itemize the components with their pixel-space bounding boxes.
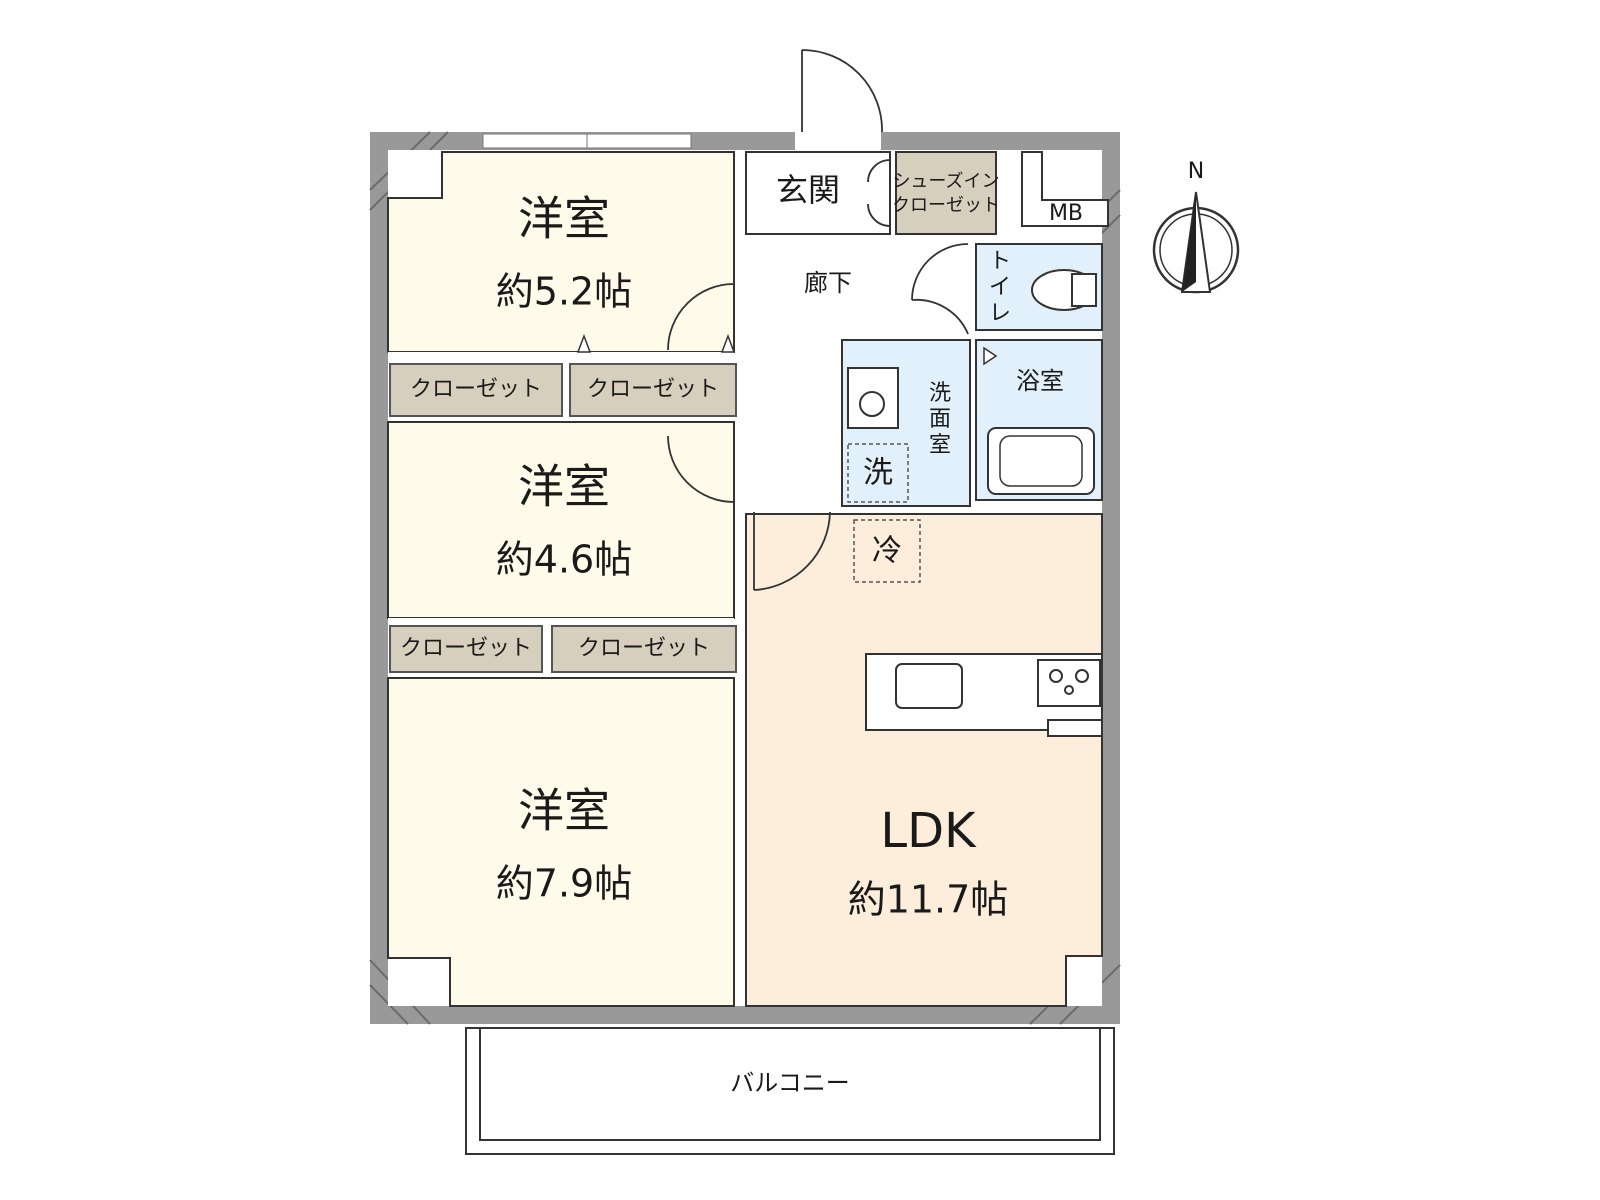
washroom: 洗 面 室 洗 (841, 339, 971, 507)
fridge-label: 冷 (872, 534, 902, 569)
western-room-3-name: 洋室 (518, 784, 610, 838)
toilet-room: ト イ レ (911, 243, 1103, 335)
bathroom: 浴室 (975, 339, 1103, 501)
closet-2-label: クローゼット (587, 377, 719, 402)
hallway-label: 廊下 (804, 269, 852, 297)
balcony: バルコニー (465, 1027, 1115, 1155)
fridge-space: 冷 (853, 519, 921, 583)
western-room-2: 洋室 約4.6帖 (387, 421, 735, 619)
shoe-closet-line2: クローゼット (892, 195, 1000, 216)
kitchen-counter (865, 653, 1103, 737)
mb-label: MB (1049, 201, 1083, 226)
compass: N (1152, 159, 1240, 294)
washroom-char-2: 面 (929, 407, 951, 432)
ldk-name: LDK (880, 803, 977, 859)
washbasin-icon (847, 367, 899, 429)
toilet-char-2: イ (989, 275, 1011, 300)
entrance: 玄関 (745, 49, 891, 235)
shoe-closet: シューズイン クローゼット (867, 151, 1000, 235)
western-room-2-name: 洋室 (518, 460, 610, 514)
western-room-1: 洋室 約5.2帖 (387, 151, 735, 353)
compass-north-label: N (1188, 159, 1204, 184)
entrance-wall-gap (795, 132, 881, 150)
shoe-closet-line1: シューズイン (892, 171, 999, 192)
toilet-char-3: レ (989, 301, 1011, 326)
washroom-char-1: 洗 (929, 381, 951, 406)
closet-1 (389, 363, 563, 417)
ldk-room: LDK 約11.7帖 (745, 513, 1103, 1007)
closet-4 (551, 625, 737, 673)
bathtub-icon (987, 427, 1095, 495)
stove-icon (1037, 659, 1101, 707)
closet-4-label: クローゼット (578, 636, 710, 661)
closet-3-label: クローゼット (400, 636, 532, 661)
western-room-1-area: 約5.2帖 (496, 270, 632, 314)
hallway: 廊下 (667, 269, 852, 591)
balcony-label: バルコニー (730, 1069, 850, 1097)
entrance-door (801, 49, 883, 133)
washer-label: 洗 (863, 456, 893, 491)
western-room-3-area: 約7.9帖 (496, 862, 632, 906)
meter-box: MB (1021, 151, 1109, 227)
entrance-label: 玄関 (776, 171, 840, 209)
western-room-2-area: 約4.6帖 (496, 538, 632, 582)
closet-2 (569, 363, 737, 417)
sink-icon (895, 663, 963, 709)
western-room-1-name: 洋室 (518, 192, 610, 246)
bathroom-label: 浴室 (1016, 367, 1064, 395)
closet-row-2: クローゼット クローゼット (388, 618, 737, 701)
western-room-3: 洋室 約7.9帖 (387, 677, 735, 1007)
toilet-char-1: ト (989, 249, 1011, 274)
closet-1-label: クローゼット (410, 377, 542, 402)
ldk-area: 約11.7帖 (848, 878, 1009, 922)
closet-3 (389, 625, 543, 673)
washroom-char-3: 室 (929, 433, 951, 458)
